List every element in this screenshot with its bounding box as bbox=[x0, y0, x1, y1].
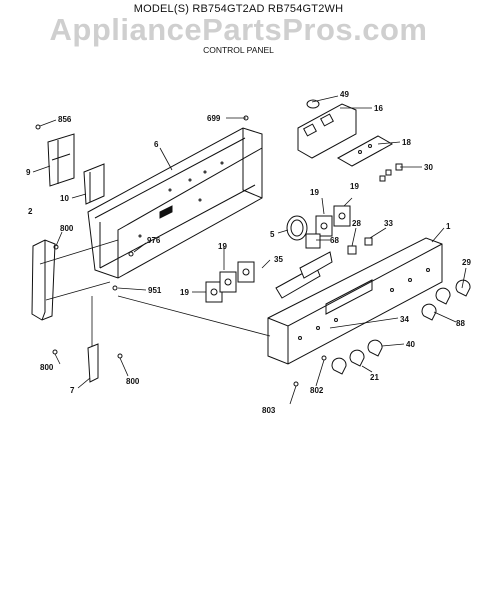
callout-16: 16 bbox=[374, 104, 383, 113]
diagram-subtitle: CONTROL PANEL bbox=[203, 45, 274, 55]
callout-30: 30 bbox=[424, 163, 433, 172]
callout-21: 21 bbox=[370, 373, 379, 382]
callout-976: 976 bbox=[147, 236, 161, 245]
callout-68: 68 bbox=[330, 236, 339, 245]
part-thermostat bbox=[286, 215, 321, 249]
leader-lines bbox=[32, 95, 467, 405]
part-support-bracket bbox=[87, 343, 99, 383]
part-grommet bbox=[306, 99, 320, 109]
callout-800-c: 800 bbox=[126, 377, 140, 386]
callout-800-b: 800 bbox=[40, 363, 54, 372]
callout-29: 29 bbox=[462, 258, 471, 267]
callout-labels: 49 16 856 699 6 18 9 30 10 19 19 2 800 2… bbox=[26, 90, 471, 415]
callout-6: 6 bbox=[154, 140, 159, 149]
callout-18: 18 bbox=[402, 138, 411, 147]
model-line: MODEL(S) RB754GT2AD RB754GT2WH bbox=[133, 3, 344, 15]
callout-34: 34 bbox=[400, 315, 409, 324]
part-control-knobs bbox=[331, 279, 471, 375]
callout-19-c: 19 bbox=[218, 242, 227, 251]
callout-28: 28 bbox=[352, 219, 361, 228]
callout-856: 856 bbox=[58, 115, 72, 124]
callout-699: 699 bbox=[207, 114, 221, 123]
callout-1: 1 bbox=[446, 222, 451, 231]
part-small-knobs bbox=[379, 163, 403, 182]
callout-800-a: 800 bbox=[60, 224, 74, 233]
part-backguard-frame bbox=[87, 127, 263, 279]
callout-19-a: 19 bbox=[310, 188, 319, 197]
callout-951: 951 bbox=[148, 286, 162, 295]
part-clock-overlay bbox=[336, 135, 394, 167]
callout-5: 5 bbox=[270, 230, 275, 239]
callout-88: 88 bbox=[456, 319, 465, 328]
callout-802: 802 bbox=[310, 386, 324, 395]
callout-33: 33 bbox=[384, 219, 393, 228]
callout-19-b: 19 bbox=[350, 182, 359, 191]
part-switch-19-upper bbox=[315, 205, 351, 237]
callout-2: 2 bbox=[28, 207, 33, 216]
part-clock bbox=[297, 103, 357, 159]
callout-49: 49 bbox=[340, 90, 349, 99]
callout-10: 10 bbox=[60, 194, 69, 203]
callout-19-d: 19 bbox=[180, 288, 189, 297]
watermark: AppliancePartsPros.com bbox=[49, 12, 428, 47]
part-bracket-9 bbox=[47, 133, 75, 187]
callout-35: 35 bbox=[274, 255, 283, 264]
part-bracket-10 bbox=[83, 163, 105, 205]
part-end-cap bbox=[31, 239, 56, 321]
callout-803: 803 bbox=[262, 406, 276, 415]
part-bezel bbox=[275, 245, 357, 299]
callout-7: 7 bbox=[70, 386, 75, 395]
callout-9: 9 bbox=[26, 168, 31, 177]
part-control-panel bbox=[267, 237, 443, 365]
callout-40: 40 bbox=[406, 340, 415, 349]
part-switch-19-lower bbox=[205, 261, 255, 303]
part-clip bbox=[364, 237, 373, 246]
